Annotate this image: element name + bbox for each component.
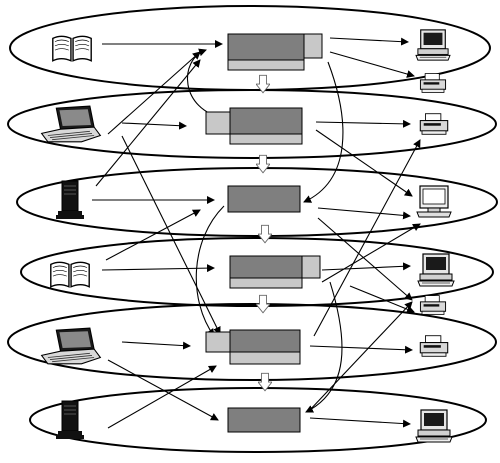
arrow-stack-5-to-printer-top xyxy=(313,139,421,337)
process-stack-1 xyxy=(227,33,323,71)
arrow-laptop-2-to-stack-5 xyxy=(121,135,221,335)
arrow-laptop-to-stack-5 xyxy=(121,341,191,350)
arrow-book-to-stack-4 xyxy=(101,264,215,273)
process-box-6 xyxy=(227,407,301,433)
down-arrow-icon xyxy=(256,294,270,314)
layer-ellipse-3 xyxy=(16,167,498,237)
process-boxes xyxy=(205,33,323,433)
process-stack-2 xyxy=(205,107,303,145)
layer-ellipses xyxy=(7,5,498,453)
arrow-book-to-box-3 xyxy=(105,209,201,261)
arrow-stack-5-to-printer xyxy=(309,345,413,354)
arrow-box-6-to-printer-mid xyxy=(307,301,413,413)
arrow-stack-1-to-printer xyxy=(329,51,415,78)
arrow-box-6-to-computer xyxy=(309,417,411,428)
printer-icon xyxy=(419,295,447,315)
laptop-icon xyxy=(41,327,101,365)
computer-icon xyxy=(415,29,451,61)
process-stack-5 xyxy=(205,329,301,365)
layer-ellipse-6 xyxy=(29,387,487,453)
curve-box-2-loop xyxy=(186,48,225,119)
arrow-laptop-to-box-1 xyxy=(107,51,201,135)
computer-icon xyxy=(417,253,455,287)
curve-stack-1-to-box-3 xyxy=(303,61,344,203)
arrow-tower-to-box-2 xyxy=(95,59,201,187)
arrow-laptop-to-box-6 xyxy=(107,359,219,421)
monitor-icon xyxy=(416,185,452,218)
arrow-box-3-to-monitor xyxy=(317,207,411,220)
layer-ellipse-2 xyxy=(7,89,497,159)
curve-box-3-to-stack-5 xyxy=(195,205,225,337)
arrow-book-4-to-printer xyxy=(349,285,415,314)
source-icons xyxy=(41,35,101,440)
process-box-3 xyxy=(227,185,301,213)
printer-icon xyxy=(419,335,449,357)
computer-icon xyxy=(415,409,453,443)
arrow-stack-1-to-computer xyxy=(329,37,409,46)
server-tower-icon xyxy=(55,400,85,440)
printer-icon xyxy=(419,113,449,135)
laptop-icon xyxy=(41,105,101,143)
output-icons xyxy=(415,29,455,443)
book-icon xyxy=(52,35,92,62)
arrow-stack-4-to-printer-upper xyxy=(321,223,421,283)
down-arrow-icon xyxy=(258,224,272,244)
arrow-stack-2-to-printer xyxy=(315,119,411,128)
connector-arrows xyxy=(92,37,421,429)
arrow-box-3-to-printer xyxy=(317,217,413,301)
process-stack-4 xyxy=(229,255,321,289)
curve-stack-4-to-box-6 xyxy=(305,281,343,413)
arrow-stack-4-to-computer xyxy=(321,262,411,271)
book-icon xyxy=(50,261,90,288)
arrow-tower-to-stack-5 xyxy=(107,365,217,429)
layer-ellipse-5 xyxy=(7,303,497,381)
server-tower-icon xyxy=(55,180,85,220)
arrow-laptop-to-stack-2 xyxy=(121,121,187,130)
arrow-stack-2-to-monitor xyxy=(315,129,413,197)
layer-ellipse-4 xyxy=(20,237,494,307)
